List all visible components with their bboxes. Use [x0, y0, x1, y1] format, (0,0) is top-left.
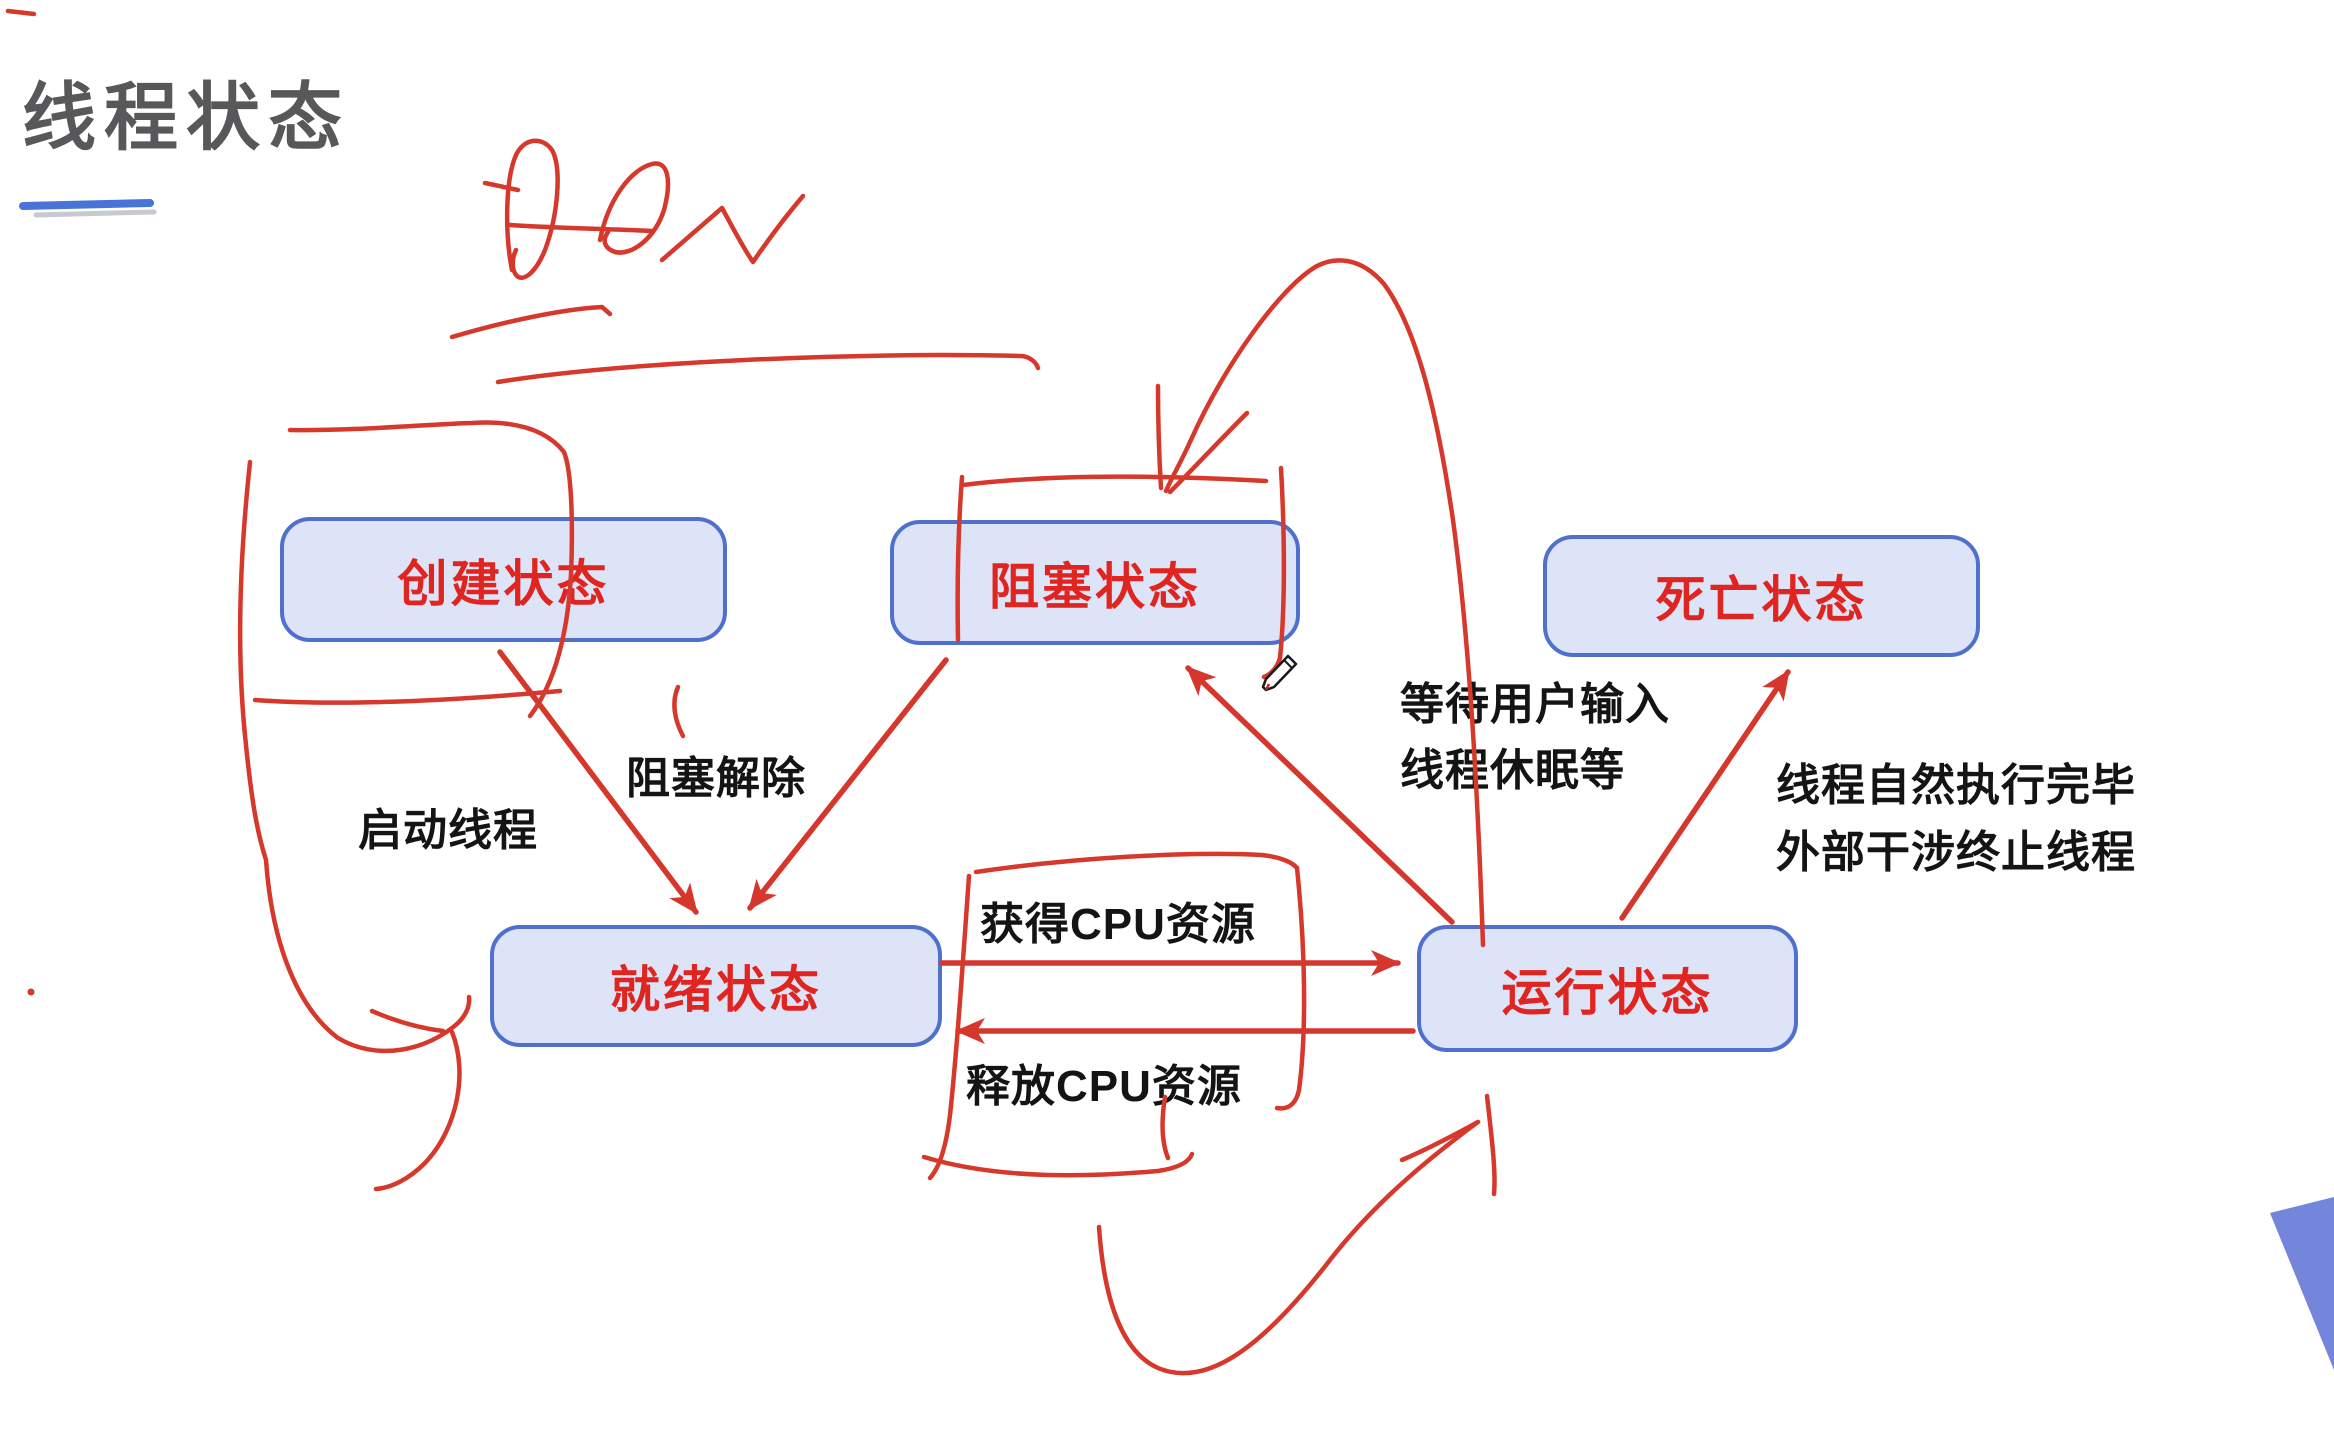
edge-label-wait-block-line1: 等待用户输入 — [1400, 680, 1670, 729]
scribble-blocked-right-line — [1261, 465, 1287, 680]
scribble-acquire-top-line — [973, 851, 1300, 875]
scribble-blocked-top-line — [960, 474, 1269, 488]
edge-terminate-arrow — [1619, 669, 1791, 921]
scribble-handwriting-zigzag — [659, 193, 806, 265]
scribble-handwriting-loop1 — [504, 138, 560, 280]
node-dead-state: 死亡状态 — [1543, 535, 1980, 657]
title-underline — [19, 199, 157, 218]
corner-triangle-decoration — [2270, 1197, 2334, 1370]
scribble-created-top-line — [287, 420, 575, 719]
scribble-handwriting-underline — [495, 352, 1041, 385]
scribble-small-squiggle — [672, 684, 686, 739]
edge-label-terminate-line1: 线程自然执行完毕 — [1776, 761, 2136, 810]
scribble-arc-arrowhead-barb2 — [1167, 410, 1250, 495]
node-dead-label: 死亡状态 — [1655, 572, 1868, 628]
scribble-arc-arrowhead-barb1 — [1155, 383, 1164, 491]
edge-unblock-arrow — [747, 657, 949, 911]
scribble-created-left-hook — [237, 459, 472, 1054]
scribble-corner-tick — [5, 8, 37, 17]
node-ready-label: 就绪状态 — [610, 962, 822, 1018]
scribble-upper-line — [449, 304, 613, 340]
scribble-swoosh-tail — [1484, 1093, 1497, 1197]
pencil-cursor-tip — [1264, 683, 1271, 691]
scribble-created-bottom-line — [252, 688, 563, 705]
scribble-short-stub — [1160, 1094, 1171, 1161]
scribble-hook-barb — [369, 1008, 446, 1034]
node-running-label: 运行状态 — [1501, 964, 1714, 1021]
edge-start-arrow — [497, 649, 699, 915]
scribble-acquire-right-line — [1274, 865, 1307, 1111]
scribble-handwriting-crossbar — [507, 222, 656, 234]
title-underline-blue — [19, 199, 154, 210]
scribble-check-swoosh — [1096, 1119, 1481, 1376]
node-running-state: 运行状态 — [1417, 925, 1798, 1052]
edge-label-release-cpu: 释放CPU资源 — [966, 1062, 1242, 1111]
scribble-swoosh-barb — [1399, 1119, 1481, 1163]
scribble-blocked-left-line — [955, 474, 965, 643]
edge-label-wait-block-line2: 线程休眠等 — [1400, 746, 1625, 795]
node-created-state: 创建状态 — [280, 517, 727, 642]
pencil-cursor-ferrule — [1283, 659, 1293, 669]
node-ready-state: 就绪状态 — [490, 925, 942, 1047]
title-underline-shadow — [33, 209, 157, 218]
transition-arrows — [497, 649, 1791, 1044]
pencil-cursor — [1261, 654, 1298, 692]
freehand-ink-annotations — [5, 8, 1497, 1376]
scribble-handwriting-loop2 — [597, 161, 671, 255]
scribble-hook-tail — [373, 1029, 462, 1192]
scribble-release-underline — [921, 1151, 1195, 1178]
edge-label-terminate: 线程自然执行完毕 外部干涉终止线程 — [1776, 752, 2136, 886]
edge-label-start-thread: 启动线程 — [358, 806, 538, 855]
edge-label-wait-block: 等待用户输入 线程休眠等 — [1400, 672, 1670, 804]
node-blocked-label: 阻塞状态 — [989, 558, 1201, 615]
page-title: 线程状态 — [22, 76, 350, 159]
scribble-handwriting-tick — [482, 180, 521, 193]
edge-label-terminate-line2: 外部干涉终止线程 — [1776, 828, 2136, 877]
scribble-arc-running-to-blocked — [1163, 258, 1486, 948]
scribble-acquire-left-line — [927, 873, 972, 1181]
edge-block-arrow — [1185, 665, 1455, 925]
edge-label-unblock: 阻塞解除 — [626, 754, 806, 803]
edge-label-acquire-cpu: 获得CPU资源 — [980, 900, 1256, 949]
scribble-dot — [27, 988, 35, 996]
